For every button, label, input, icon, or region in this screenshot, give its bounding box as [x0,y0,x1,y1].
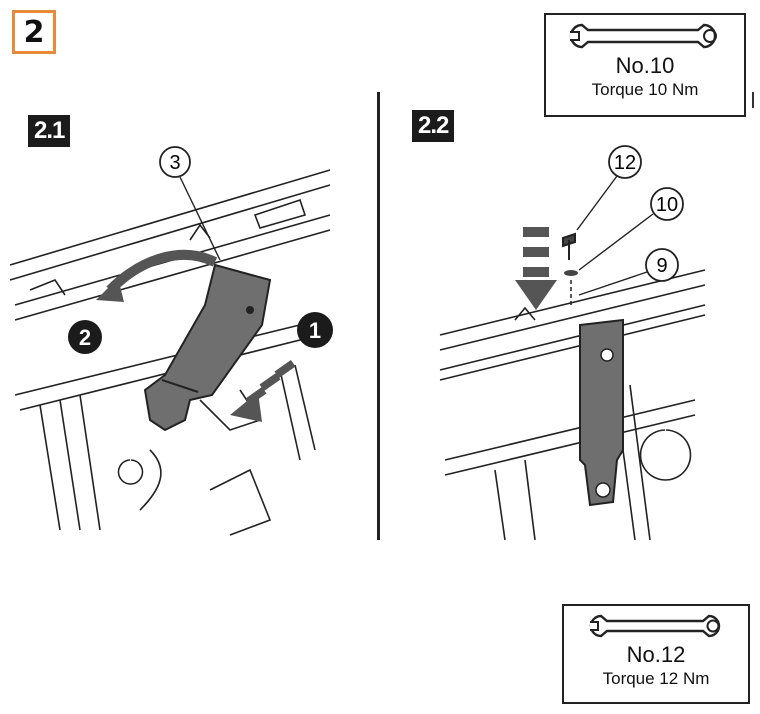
scan-mark [752,92,754,108]
callout-10-text: 10 [656,194,678,216]
wrench-icon [569,23,717,49]
wrench-icon [589,614,721,638]
tool-spec-box-bottom: No.12 Torque 12 Nm [562,604,750,704]
figure-label-2-1: 2.1 [28,115,71,147]
callout-9-text: 9 [656,255,667,277]
figure-2-2-illustration: 12 10 9 [439,145,706,540]
wrench-size: No.10 [615,53,675,78]
callout-2 [68,320,102,354]
callout-1-text: 1 [309,318,321,343]
callout-9 [645,248,679,282]
callout-1 [297,312,333,348]
torque-value: Torque 12 Nm [602,669,710,688]
torque-value: Torque 10 Nm [591,80,699,99]
callout-3 [159,146,191,178]
step-number-badge: 2 [12,10,56,54]
figure-label-2-2: 2.2 [412,110,455,142]
callout-10 [650,187,684,221]
figure-divider [377,92,380,540]
figure-2-1-illustration: 3 2 1 [9,146,333,536]
callout-12 [608,145,642,179]
callout-12-text: 12 [614,152,636,174]
callout-2-text: 2 [79,325,91,350]
wrench-size: No.12 [626,642,686,667]
callout-3-text: 3 [169,152,180,174]
tool-spec-box-top: No.10 Torque 10 Nm [544,13,746,117]
